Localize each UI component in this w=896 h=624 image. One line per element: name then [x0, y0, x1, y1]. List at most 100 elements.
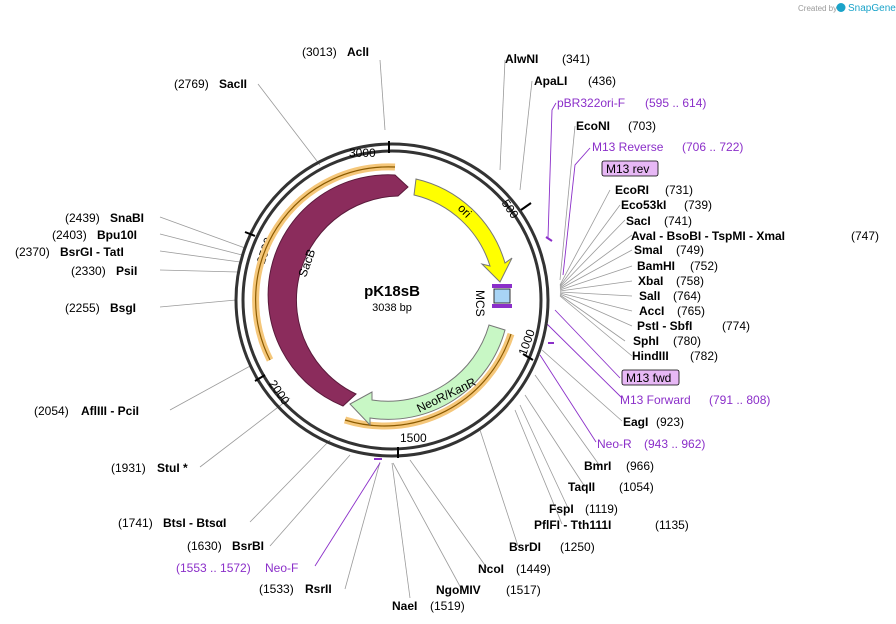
site-bsrgi[interactable]: BsrGI - TatI [60, 245, 124, 259]
tick-2000: 2000 [266, 377, 293, 407]
site-ngomiv-pos: (1517) [506, 583, 541, 597]
highlight-arc-right-line [344, 333, 512, 427]
right-site-labels: NaeI (1519) NgoMIV (1517) NcoI (1449) Bs… [392, 52, 879, 613]
site-fspi-pos: (1119) [585, 502, 618, 516]
site-ecori-pos: (731) [665, 183, 693, 197]
primer-m13-forward[interactable]: M13 Forward [620, 393, 691, 407]
backbone-outer [234, 142, 550, 458]
leader-lines [159, 59, 633, 599]
site-saci[interactable]: SacI [626, 214, 651, 228]
site-sacii[interactable]: SacII [219, 77, 247, 91]
site-sphi[interactable]: SphI [633, 334, 659, 348]
site-acci-pos: (765) [677, 304, 705, 318]
site-bsgi[interactable]: BsgI [110, 301, 136, 315]
site-psti-pos: (774) [722, 319, 750, 333]
site-hindiii[interactable]: HindIII [632, 349, 669, 363]
snapgene-logo-icon [836, 3, 846, 12]
site-acli[interactable]: AclI [347, 45, 369, 59]
site-sphi-pos: (780) [673, 334, 701, 348]
site-alwni[interactable]: AlwNI [505, 52, 538, 66]
primer-m13-reverse[interactable]: M13 Reverse [592, 140, 664, 154]
highlight-arc-left-line [255, 166, 396, 361]
site-pflfi[interactable]: PflFI - Tth111I [534, 518, 611, 532]
site-psii[interactable]: PsiI [116, 264, 137, 278]
backbone-inner [241, 149, 543, 451]
site-apali-pos: (436) [588, 74, 616, 88]
site-bsrbi[interactable]: BsrBI [232, 539, 264, 553]
site-btsi[interactable]: BtsI - BtsαI [163, 516, 226, 530]
site-bsrdi[interactable]: BsrDI [509, 540, 541, 554]
site-snabi[interactable]: SnaBI [110, 211, 144, 225]
primer-neo-f-range: (1553 .. 1572) [176, 561, 251, 575]
site-bsrdi-pos: (1250) [560, 540, 595, 554]
m13-rev-box-label: M13 rev [606, 162, 649, 176]
site-eco53ki[interactable]: Eco53kI [621, 198, 666, 212]
site-ncoi-pos: (1449) [516, 562, 551, 576]
site-xbai[interactable]: XbaI [638, 274, 663, 288]
site-smai-pos: (749) [676, 243, 704, 257]
site-eagi-pos: (923) [656, 415, 684, 429]
site-bsgi-pos: (2255) [65, 301, 100, 315]
site-bsrbi-pos: (1630) [187, 539, 222, 553]
site-naei[interactable]: NaeI [392, 599, 417, 613]
site-afliii[interactable]: AflIII - PciI [81, 404, 139, 418]
site-psti[interactable]: PstI - SbfI [637, 319, 692, 333]
primer-pbr322ori-f[interactable]: pBR322ori-F [557, 96, 625, 110]
site-acci[interactable]: AccI [639, 304, 664, 318]
site-fspi[interactable]: FspI [549, 502, 574, 516]
site-acli-pos: (3013) [302, 45, 337, 59]
site-alwni-pos: (341) [562, 52, 590, 66]
tick-1500: 1500 [400, 431, 427, 445]
site-eagi[interactable]: EagI [623, 415, 648, 429]
site-stui-pos: (1931) [111, 461, 146, 475]
site-bamhi[interactable]: BamHI [637, 259, 675, 273]
site-bmri[interactable]: BmrI [584, 459, 611, 473]
site-naei-pos: (1519) [430, 599, 465, 613]
site-eco53ki-pos: (739) [684, 198, 712, 212]
site-econi[interactable]: EcoNI [576, 119, 610, 133]
left-site-labels: (3013) AclI (2769) SacII (2439) SnaBI (2… [15, 45, 369, 596]
site-rsrii[interactable]: RsrII [305, 582, 332, 596]
site-apali[interactable]: ApaLI [534, 74, 567, 88]
position-ticks [244, 141, 534, 458]
site-afliii-pos: (2054) [34, 404, 69, 418]
plasmid-name: pK18sB [364, 283, 420, 300]
site-bpu10i[interactable]: Bpu10I [97, 228, 137, 242]
site-ecori[interactable]: EcoRI [615, 183, 649, 197]
primer-neo-r-range: (943 .. 962) [644, 437, 705, 451]
site-taqii-pos: (1054) [619, 480, 654, 494]
mcs-box[interactable] [493, 288, 511, 304]
site-taqii[interactable]: TaqII [568, 480, 595, 494]
mcs-label: MCS [473, 290, 487, 317]
site-bpu10i-pos: (2403) [52, 228, 87, 242]
ori-feature[interactable] [413, 178, 513, 283]
m13-rev-marker [492, 284, 512, 288]
m13-fwd-box-label: M13 fwd [626, 371, 671, 385]
site-ngomiv[interactable]: NgoMIV [436, 583, 481, 597]
primer-pbr322ori-f-range: (595 .. 614) [645, 96, 706, 110]
site-pflfi-pos: (1135) [655, 518, 689, 532]
site-sacii-pos: (2769) [174, 77, 209, 91]
site-smai[interactable]: SmaI [634, 243, 663, 257]
m13-fwd-box[interactable] [621, 369, 680, 386]
site-stui[interactable]: StuI * [157, 461, 188, 475]
site-xbai-pos: (758) [676, 274, 704, 288]
site-snabi-pos: (2439) [65, 211, 100, 225]
primer-neo-f[interactable]: Neo-F [265, 561, 298, 575]
primer-m13-forward-range: (791 .. 808) [709, 393, 770, 407]
m13-rev-box[interactable] [601, 160, 659, 177]
created-by-label: Created by [798, 4, 837, 13]
plasmid-size: 3038 bp [372, 302, 412, 314]
site-ncoi[interactable]: NcoI [478, 562, 504, 576]
site-bamhi-pos: (752) [690, 259, 718, 273]
neor-feature[interactable] [349, 324, 506, 427]
site-sali[interactable]: SalI [639, 289, 660, 303]
primer-neo-r[interactable]: Neo-R [597, 437, 632, 451]
site-btsi-pos: (1741) [118, 516, 153, 530]
site-avai[interactable]: AvaI - BsoBI - TspMI - XmaI [631, 229, 785, 243]
snapgene-brand: SnapGene [848, 3, 896, 14]
site-econi-pos: (703) [628, 119, 656, 133]
sacb-feature[interactable] [267, 174, 409, 407]
